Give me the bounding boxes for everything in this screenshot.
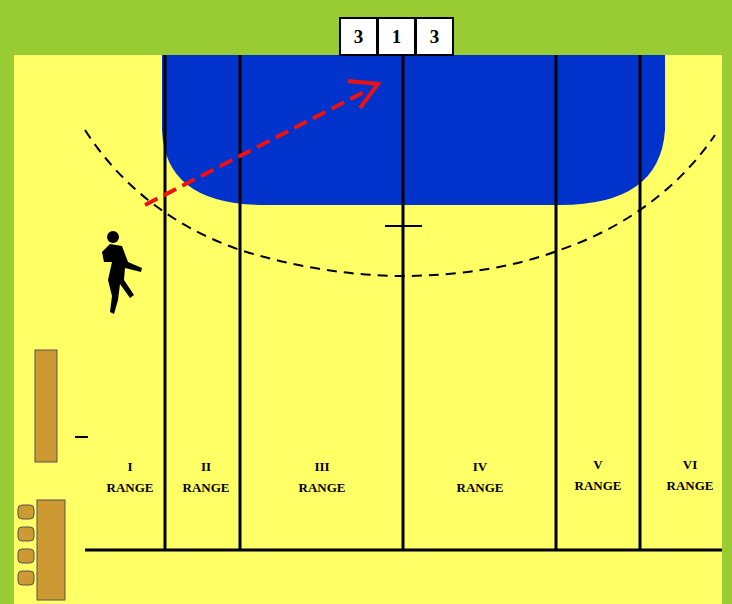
- range-label: VI RANGE: [667, 455, 714, 497]
- goal-number: 1: [392, 26, 402, 48]
- range-label: IV RANGE: [457, 457, 504, 499]
- range-label: I RANGE: [107, 457, 154, 499]
- goal-number: 3: [354, 26, 364, 48]
- goal-number-box: 3: [339, 17, 378, 56]
- goal-number-box: 1: [377, 17, 416, 56]
- goal-number: 3: [430, 26, 440, 48]
- goal-number-box: 3: [415, 17, 454, 56]
- range-label: III RANGE: [299, 457, 346, 499]
- range-label: II RANGE: [183, 457, 230, 499]
- range-label: V RANGE: [575, 455, 622, 497]
